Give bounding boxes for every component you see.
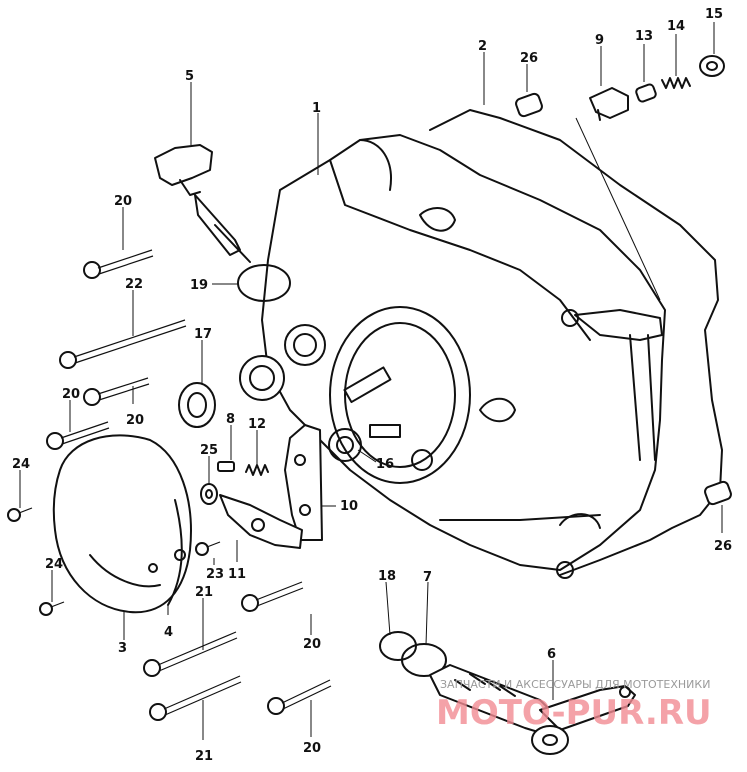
label-26-b: 26: [714, 539, 732, 554]
label-23: 23: [206, 567, 224, 582]
label-21-b: 21: [195, 749, 213, 764]
o-ring-19: [237, 264, 291, 302]
label-2: 2: [478, 39, 487, 54]
dowel-pin-bottom: [704, 480, 732, 506]
label-10: 10: [340, 499, 358, 514]
label-11: 11: [228, 567, 246, 582]
screw-20-top: [83, 249, 154, 279]
screw-21-lower: [149, 675, 242, 721]
label-7: 7: [423, 570, 432, 585]
screw-24-bottom: [39, 601, 65, 616]
crankcase-gasket: [429, 109, 723, 576]
screw-20-left: [46, 421, 110, 450]
watermark-brand: MOTO-PUR.RU: [436, 693, 712, 733]
label-6: 6: [547, 647, 556, 662]
label-17: 17: [194, 327, 212, 342]
label-20-a: 20: [114, 194, 132, 209]
label-12: 12: [248, 417, 266, 432]
label-1: 1: [312, 101, 321, 116]
oil-filler-cap: [154, 144, 251, 263]
collar-13: [635, 83, 657, 103]
washer-25: [200, 483, 218, 505]
label-13: 13: [635, 29, 653, 44]
label-5: 5: [185, 69, 194, 84]
label-21-a: 21: [195, 585, 213, 600]
label-20-b: 20: [62, 387, 80, 402]
screw-23: [195, 541, 221, 556]
label-14: 14: [667, 19, 685, 34]
screw-22: [59, 319, 187, 369]
label-20-c: 20: [126, 413, 144, 428]
label-26-a: 26: [520, 51, 538, 66]
label-8: 8: [226, 412, 235, 427]
circlip-18: [379, 631, 417, 661]
watermark: ЗАПЧАСТИ И АКСЕССУАРЫ ДЛЯ МОТОТЕХНИКИ MO…: [436, 678, 712, 733]
label-19: 19: [190, 278, 208, 293]
leader-lines: [19, 22, 723, 740]
right-crankcase-cover: [239, 134, 666, 579]
screw-20-bottom: [267, 679, 332, 715]
label-9: 9: [595, 33, 604, 48]
label-16: 16: [376, 457, 394, 472]
dowel-pin-top: [515, 92, 543, 118]
label-24-a: 24: [12, 457, 30, 472]
screw-24-top: [7, 507, 33, 522]
pin-8: [217, 461, 235, 472]
bolt-9: [589, 87, 629, 121]
label-4: 4: [164, 625, 173, 640]
screw-20-lower: [241, 581, 304, 612]
circlip-7: [401, 643, 447, 677]
label-15: 15: [705, 7, 723, 22]
label-3: 3: [118, 641, 127, 656]
label-18: 18: [378, 569, 396, 584]
spring-12: [245, 464, 269, 476]
watermark-tagline: ЗАПЧАСТИ И АКСЕССУАРЫ ДЛЯ МОТОТЕХНИКИ: [440, 678, 710, 691]
spring-14: [661, 77, 691, 89]
label-20-e: 20: [303, 741, 321, 756]
label-24-b: 24: [45, 557, 63, 572]
kick-starter-spindle-6: [429, 664, 636, 755]
label-25: 25: [200, 443, 218, 458]
side-cover-3: [52, 434, 192, 614]
lever-11: [219, 494, 303, 549]
screw-20-mid: [83, 377, 150, 406]
plate-10: [284, 424, 323, 541]
oil-seal-17: [178, 382, 216, 428]
screw-21-upper: [143, 631, 238, 677]
cap-nut-15: [699, 55, 725, 77]
label-22: 22: [125, 277, 143, 292]
label-20-d: 20: [303, 637, 321, 652]
